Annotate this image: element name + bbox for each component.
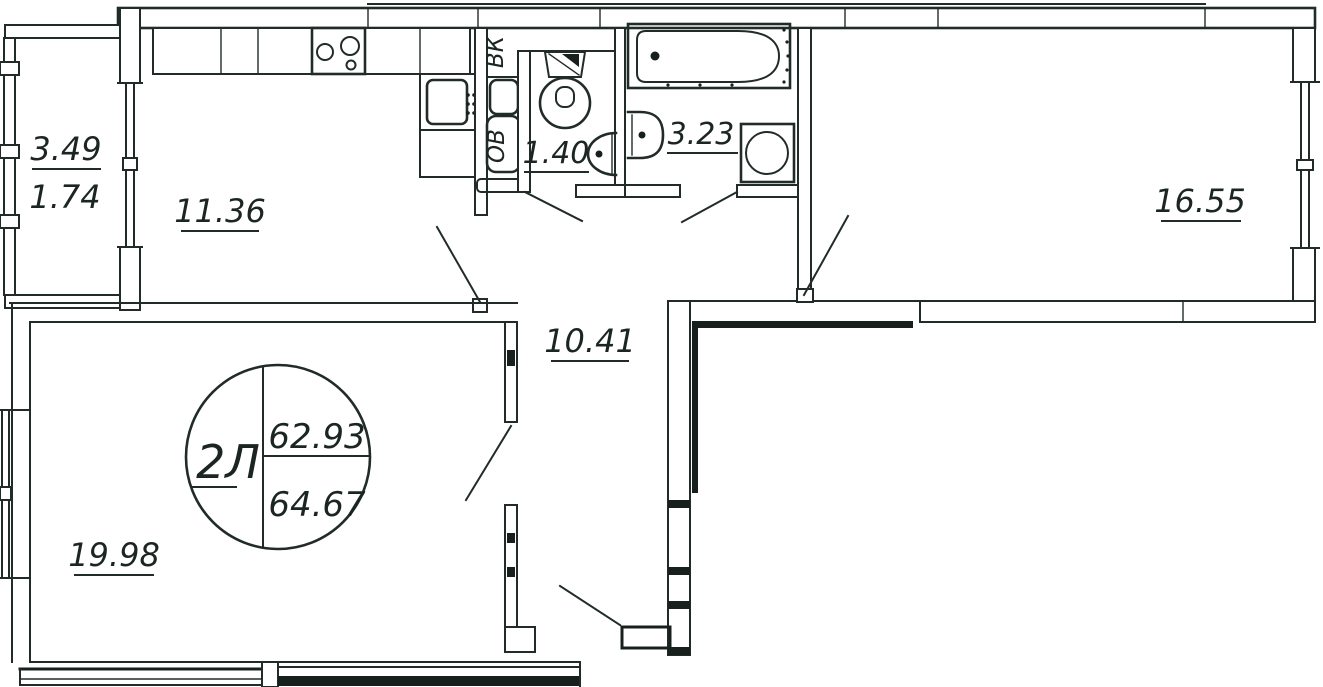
bathroom-bottom-wall-left [624, 184, 681, 198]
living-bottom-wall [18, 661, 581, 687]
wc-door-swing [523, 190, 584, 223]
kitchen-area-label: 11.36 [174, 192, 266, 230]
bedroom-left-wall [797, 27, 812, 297]
balcony-bottom-wall [4, 294, 121, 309]
bedroom: 16.55 [667, 27, 1316, 493]
kitchen-sink-icon [419, 73, 476, 131]
balcony-glazing [0, 37, 20, 296]
flat-type-label: 2Л [196, 435, 260, 489]
bathroom-sink-icon [626, 110, 665, 160]
wc-right-wall [614, 27, 626, 193]
heating-riser-label: ОВ [484, 129, 510, 163]
balcony-top-wall [4, 24, 121, 39]
riser-box-top [488, 78, 520, 116]
kitchen-cabinet [419, 129, 476, 178]
right-wall-lower [1292, 247, 1316, 302]
balcony-kitchen-wall [117, 7, 143, 311]
entrance-door-swing [558, 584, 622, 627]
wc: 1.40 [517, 27, 626, 223]
bedroom-bottom-wall [919, 300, 1316, 323]
toilet-icon [538, 51, 592, 130]
right-wall-upper [1292, 27, 1316, 83]
bathroom-door-swing [680, 190, 739, 224]
section-wall-edge [692, 328, 698, 493]
bathroom-bottom-wall-right [736, 184, 799, 198]
bathtub-icon [626, 22, 792, 90]
living-area-label: 19.98 [68, 536, 160, 574]
kitchen-door-swing [435, 225, 488, 313]
hallway-area-label: 10.41 [544, 322, 636, 360]
wc-corner-sink-icon [586, 131, 618, 177]
bedroom-door-swing [796, 214, 850, 303]
living-door-swing [464, 424, 513, 502]
bedroom-window [1290, 81, 1320, 249]
stove-icon [310, 26, 367, 76]
living-room: 19.98 [0, 302, 581, 687]
balcony: 3.49 1.74 [0, 7, 143, 311]
bottom-wall-thick [692, 321, 913, 328]
living-right-wall [504, 321, 536, 653]
balcony-area-coef-label: 1.74 [29, 178, 100, 216]
entrance-door-leaf [620, 625, 672, 650]
wc-area-label: 1.40 [523, 136, 590, 171]
living-left-wall [0, 302, 31, 663]
bedroom-area-label: 16.55 [1154, 182, 1246, 220]
hallway: 10.41 [544, 300, 691, 656]
bathroom: 3.23 [624, 22, 799, 224]
outer-walls [116, 3, 1320, 302]
riser-shaft: ВК ОВ [476, 34, 524, 193]
apartment-stamp: 2Л 62.93 64.67 [184, 363, 372, 551]
living-area-total-label: 62.93 [268, 417, 365, 457]
washing-machine-icon [739, 122, 796, 184]
top-wall [116, 6, 1317, 30]
wc-bottom-wall [575, 184, 626, 198]
total-area-label: 64.67 [268, 485, 366, 525]
kitchen: 11.36 [152, 26, 488, 313]
balcony-area-label: 3.49 [30, 130, 101, 168]
bathroom-area-label: 3.23 [668, 117, 735, 152]
water-riser-label: ВК [483, 34, 509, 68]
